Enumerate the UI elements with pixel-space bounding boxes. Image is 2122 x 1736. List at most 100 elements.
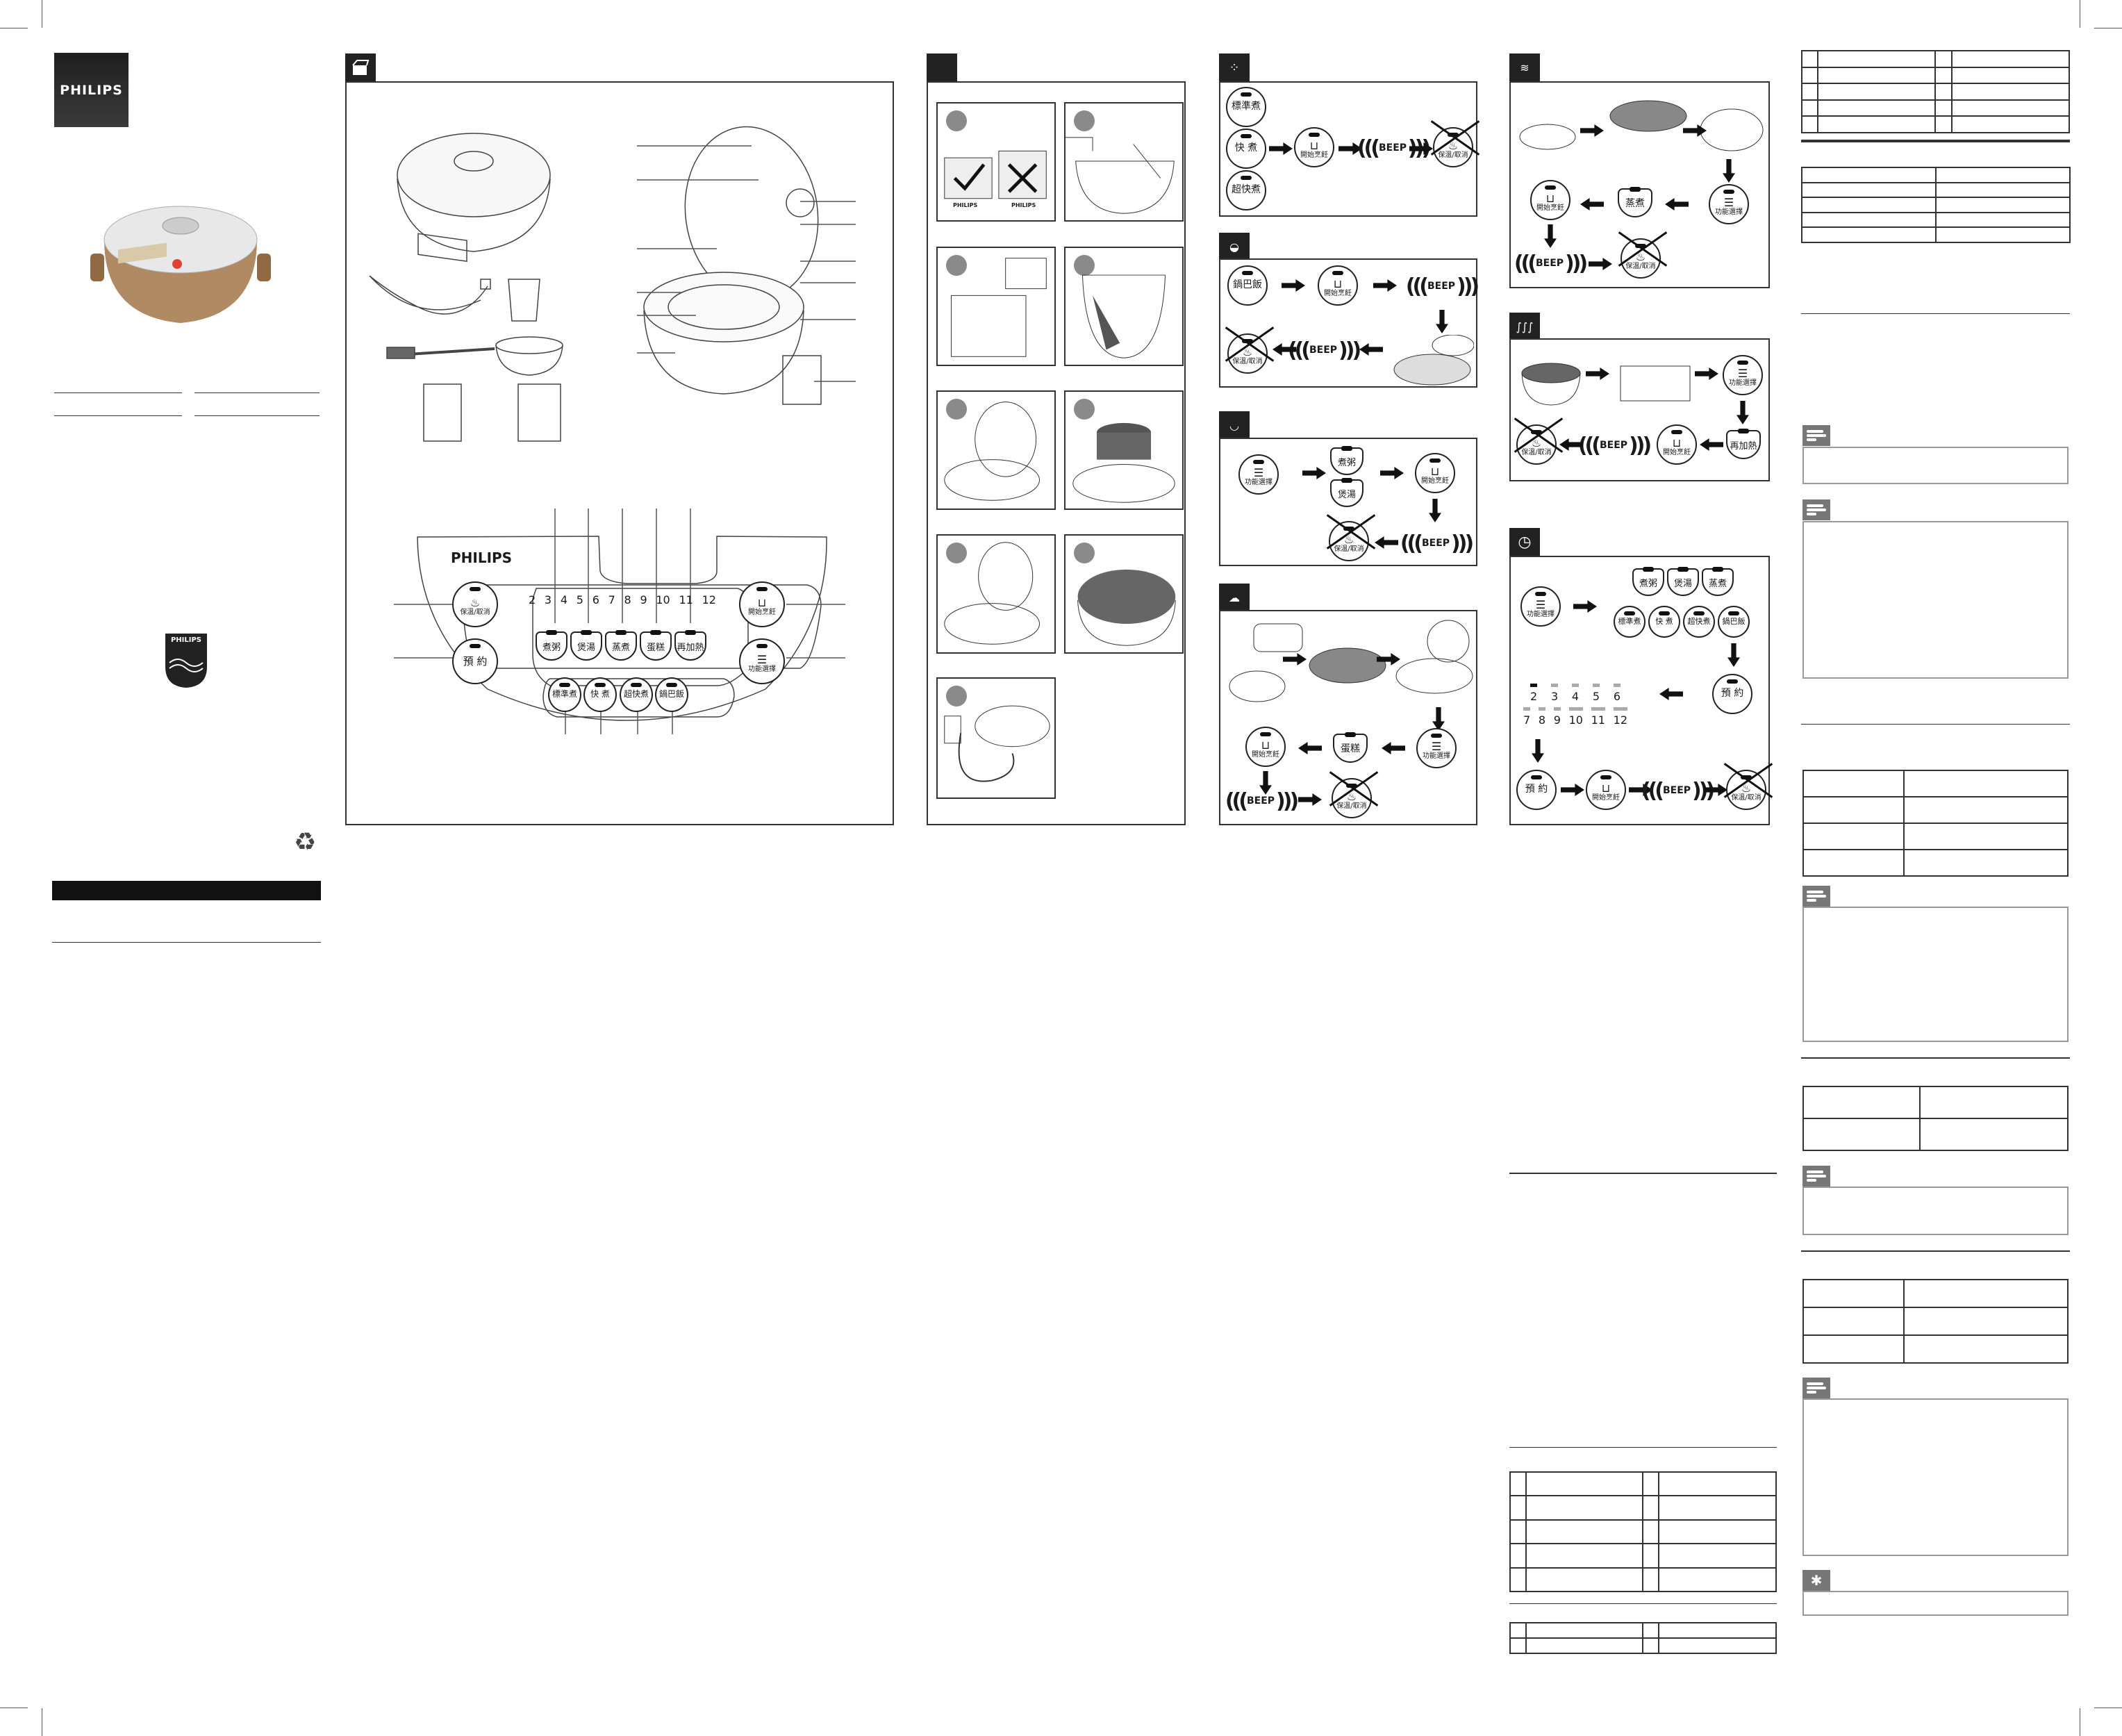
keep-warm-button[interactable]: ♨保溫/取消 bbox=[1723, 763, 1773, 810]
porridge-button[interactable]: 煮粥 bbox=[1632, 567, 1664, 596]
rice-type-table bbox=[1802, 770, 2069, 877]
hour-label: 8 bbox=[624, 593, 631, 606]
keep-warm-button[interactable]: ♨保溫/取消 bbox=[1618, 231, 1668, 279]
soup-button[interactable]: 煲湯 bbox=[1330, 478, 1363, 507]
super-quick-button[interactable]: 超快煮 bbox=[1226, 170, 1266, 210]
button-label: 煲湯 bbox=[1673, 578, 1692, 589]
timer-flow-panel: ☰功能選擇 煮粥 煲湯 蒸煮 標準煮 快 煮 超快煮 鍋巴飯 預 約 2 3 4… bbox=[1509, 556, 1773, 825]
rice-flow-panel: 標準煮 快 煮 超快煮 ⊔開始烹飪 BEEP ♨保溫/取消 bbox=[1219, 81, 1480, 217]
porridge-button[interactable]: 煮粥 bbox=[536, 630, 567, 661]
start-button[interactable]: ⊔開始烹飪 bbox=[739, 581, 785, 627]
start-button[interactable]: ⊔開始烹飪 bbox=[1586, 770, 1626, 810]
hour-label: 2 bbox=[1530, 684, 1538, 703]
black-bar bbox=[52, 881, 321, 900]
timer-button[interactable]: 預 約 bbox=[452, 638, 498, 684]
menu-button[interactable]: ☰功能選擇 bbox=[1416, 728, 1457, 768]
reheat-button[interactable]: 再加熱 bbox=[674, 630, 706, 661]
steam-flow-panel: ☰功能選擇 蒸煮 ⊔開始烹飪 BEEP ♨保溫/取消 bbox=[1509, 81, 1770, 288]
snowflake-icon: ✱ bbox=[1802, 1570, 1830, 1591]
wok-icon: ◒ bbox=[1229, 240, 1239, 254]
menu-button[interactable]: ☰功能選擇 bbox=[1709, 184, 1749, 224]
keep-warm-button[interactable]: ♨保溫/取消 bbox=[452, 581, 498, 627]
pot-icon: ⊔ bbox=[1333, 276, 1343, 290]
arrow-left-icon bbox=[1382, 742, 1405, 754]
spec-table bbox=[1509, 1622, 1777, 1654]
menu-button[interactable]: ☰功能選擇 bbox=[739, 638, 785, 684]
steam-illustrations bbox=[1519, 100, 1764, 151]
keep-warm-button[interactable]: ♨保溫/取消 bbox=[1430, 120, 1480, 167]
regular-rice-button[interactable]: 標準煮 bbox=[1226, 87, 1266, 127]
menu-button[interactable]: ☰功能選擇 bbox=[1238, 454, 1279, 495]
button-label: 開始烹飪 bbox=[1252, 751, 1279, 759]
button-label: 再加熱 bbox=[1730, 440, 1757, 452]
keep-warm-button[interactable]: ♨保溫/取消 bbox=[1514, 418, 1564, 465]
cake-button[interactable]: 蛋糕 bbox=[1333, 732, 1368, 763]
cake-button[interactable]: 蛋糕 bbox=[640, 630, 672, 661]
porridge-button[interactable]: 煮粥 bbox=[1330, 446, 1363, 475]
beep-indicator: BEEP bbox=[1290, 331, 1357, 370]
beep-indicator: BEEP bbox=[1516, 244, 1583, 283]
hour-label: 4 bbox=[560, 593, 568, 606]
keep-warm-button[interactable]: ♨保溫/取消 bbox=[1225, 326, 1275, 374]
button-label: 開始烹飪 bbox=[1421, 477, 1449, 486]
arrow-right-icon bbox=[1282, 279, 1305, 292]
overview-header bbox=[345, 53, 376, 81]
super-quick-button[interactable]: 超快煮 bbox=[1683, 606, 1715, 638]
timer-hours-row-2: 7 8 9 10 11 12 bbox=[1523, 707, 1627, 727]
arrow-right-icon bbox=[1373, 279, 1397, 292]
arrow-left-icon bbox=[1375, 536, 1398, 549]
divider bbox=[1801, 140, 2070, 142]
timer-button[interactable]: 預 約 bbox=[1516, 770, 1557, 810]
quick-rice-button[interactable]: 快 煮 bbox=[583, 677, 617, 712]
button-label: 鍋巴飯 bbox=[1722, 616, 1746, 626]
start-button[interactable]: ⊔開始烹飪 bbox=[1245, 727, 1286, 767]
quick-rice-button[interactable]: 快 煮 bbox=[1648, 606, 1680, 638]
soup-button[interactable]: 煲湯 bbox=[570, 630, 602, 661]
button-label: 保溫/取消 bbox=[1438, 151, 1468, 160]
list-icon: ☰ bbox=[1723, 195, 1734, 209]
start-button[interactable]: ⊔開始烹飪 bbox=[1294, 127, 1334, 167]
hour-label: 7 bbox=[608, 593, 615, 606]
beep-label: BEEP bbox=[1662, 785, 1691, 796]
start-button[interactable]: ⊔開始烹飪 bbox=[1530, 180, 1570, 220]
steam-button[interactable]: 蒸煮 bbox=[605, 630, 637, 661]
button-label: 開始烹飪 bbox=[1324, 290, 1352, 298]
timer-header: ◷ bbox=[1509, 528, 1540, 556]
steam-button[interactable]: 蒸煮 bbox=[1618, 187, 1652, 217]
step-insert-pot bbox=[1064, 390, 1184, 510]
quick-rice-button[interactable]: 快 煮 bbox=[1226, 129, 1266, 169]
arrow-down-icon bbox=[1429, 499, 1441, 522]
steps-header bbox=[927, 53, 957, 81]
keep-warm-button[interactable]: ♨保溫/取消 bbox=[1326, 514, 1376, 561]
step-number-badge bbox=[946, 543, 967, 563]
crispy-rice-button[interactable]: 鍋巴飯 bbox=[1718, 606, 1750, 638]
menu-button[interactable]: ☰功能選擇 bbox=[1520, 586, 1561, 627]
regular-rice-button[interactable]: 標準煮 bbox=[548, 677, 581, 712]
reheat-button[interactable]: 再加熱 bbox=[1726, 429, 1761, 459]
button-label: 蛋糕 bbox=[646, 642, 665, 653]
hour-label: 11 bbox=[679, 593, 693, 606]
button-label: 煮粥 bbox=[1337, 457, 1356, 468]
keep-warm-button[interactable]: ♨保溫/取消 bbox=[1329, 771, 1379, 818]
timer-button[interactable]: 預 約 bbox=[1712, 674, 1752, 714]
button-label: 保溫/取消 bbox=[1731, 794, 1762, 802]
soup-button[interactable]: 煲湯 bbox=[1667, 567, 1699, 596]
logo-text: PHILIPS bbox=[60, 82, 123, 98]
crispy-rice-button[interactable]: 鍋巴飯 bbox=[655, 677, 688, 712]
menu-button[interactable]: ☰功能選擇 bbox=[1723, 355, 1763, 395]
hour-label: 12 bbox=[702, 593, 716, 606]
super-quick-button[interactable]: 超快煮 bbox=[620, 677, 653, 712]
beep-label: BEEP bbox=[1309, 345, 1338, 356]
start-button[interactable]: ⊔開始烹飪 bbox=[1318, 265, 1358, 306]
steam-button[interactable]: 蒸煮 bbox=[1702, 567, 1734, 596]
start-button[interactable]: ⊔開始烹飪 bbox=[1657, 424, 1697, 465]
divider bbox=[1801, 1057, 2070, 1059]
philips-shield-logo: PHILIPS bbox=[164, 632, 208, 689]
start-button[interactable]: ⊔開始烹飪 bbox=[1415, 453, 1455, 493]
divider bbox=[1801, 313, 2070, 314]
regular-rice-button[interactable]: 標準煮 bbox=[1614, 606, 1646, 638]
porridge-table bbox=[1802, 1086, 2069, 1151]
recycle-icon: ♻ bbox=[294, 828, 317, 857]
button-label: 保溫/取消 bbox=[1625, 263, 1656, 271]
crispy-rice-button[interactable]: 鍋巴飯 bbox=[1227, 265, 1268, 306]
